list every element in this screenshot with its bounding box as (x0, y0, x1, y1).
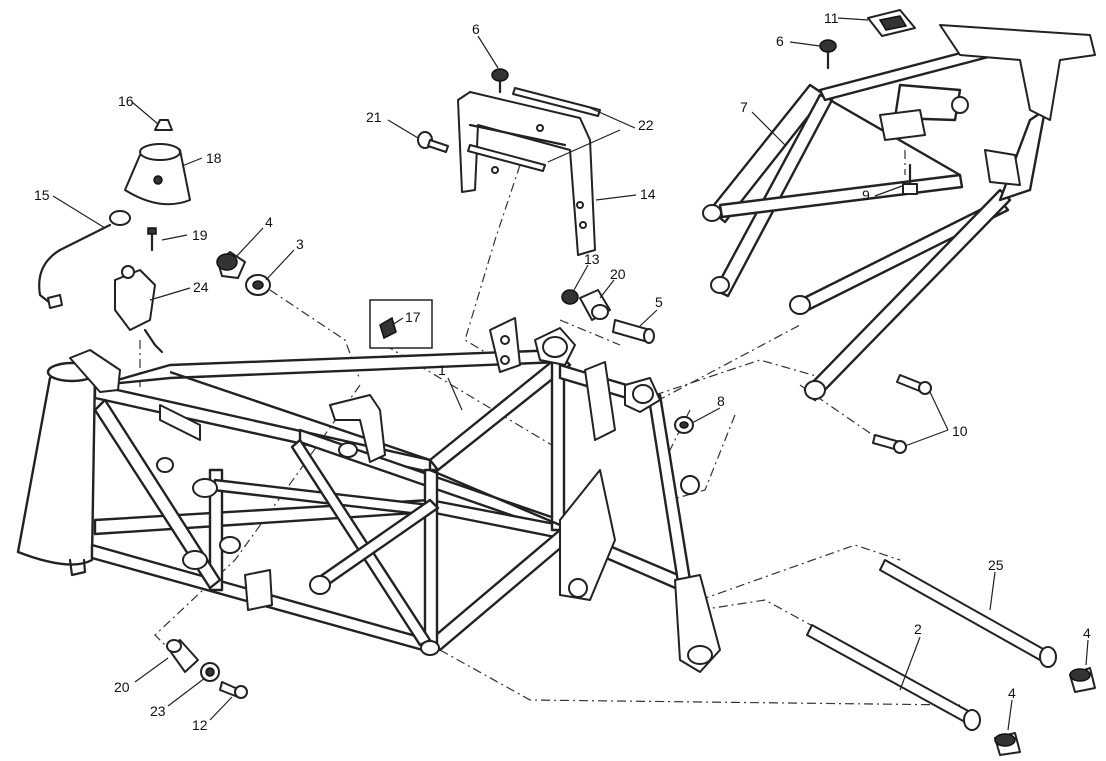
part-9-bolt (902, 163, 918, 195)
part-19-bolt (147, 227, 157, 252)
callout-13: 13 (584, 251, 600, 267)
callout-18: 18 (206, 150, 222, 166)
callout-15: 15 (34, 187, 50, 203)
part-4-cap-right (1069, 667, 1096, 693)
part-15-wire (38, 223, 112, 305)
callout-10: 10 (952, 423, 968, 439)
part-17-clip (369, 299, 433, 349)
part-11-pad (867, 9, 916, 37)
callout-4-top: 4 (265, 214, 273, 230)
part-12-bolt (219, 681, 248, 699)
part-5-spacer (612, 319, 655, 344)
part-3-bushing (245, 274, 271, 296)
callout-4-right: 4 (1083, 625, 1091, 641)
part-2-long-bolt (806, 624, 981, 731)
part-6-screw-center (491, 68, 509, 94)
part-4-bushing-top (216, 251, 246, 279)
callout-4-bottom: 4 (1008, 685, 1016, 701)
part-4-cap-bottom (994, 732, 1021, 756)
battery-straps (467, 87, 601, 172)
callout-2: 2 (914, 621, 922, 637)
part-24-sensor (114, 265, 164, 354)
callout-23: 23 (150, 703, 166, 719)
callout-1: 1 (438, 362, 446, 378)
part-23-washer (200, 662, 220, 682)
callout-17: 17 (405, 309, 421, 325)
part-20-bushing-top (579, 289, 611, 321)
callout-20-top: 20 (610, 266, 626, 282)
assembly-dash-lines (139, 150, 961, 706)
callout-20-bottom: 20 (114, 679, 130, 695)
main-trellis-frame (16, 317, 721, 673)
callout-7: 7 (740, 99, 748, 115)
callout-25: 25 (988, 557, 1004, 573)
rear-subframe (702, 24, 1096, 402)
part-20-bushing-bottom (166, 639, 199, 673)
part-6-screw-right (819, 39, 837, 70)
part-13-washer (561, 289, 579, 305)
part-10-bolts (872, 374, 932, 454)
battery-bracket (457, 91, 596, 256)
callout-5: 5 (655, 294, 663, 310)
callout-14: 14 (640, 186, 656, 202)
callout-9: 9 (862, 187, 870, 203)
callout-24: 24 (193, 279, 209, 295)
callout-6-center: 6 (472, 21, 480, 37)
leader-lines (52, 17, 1089, 731)
callout-6-right: 6 (776, 33, 784, 49)
part-8-nut (674, 416, 694, 434)
callout-22: 22 (638, 117, 654, 133)
callout-3: 3 (296, 236, 304, 252)
callout-8: 8 (717, 393, 725, 409)
part-21-bolt (417, 131, 449, 153)
callout-12: 12 (192, 717, 208, 733)
callout-21: 21 (366, 109, 382, 125)
callout-19: 19 (192, 227, 208, 243)
part-25-long-bolt (879, 559, 1057, 668)
callout-labels: 16 18 15 19 24 4 3 17 21 6 22 14 1 13 20… (34, 10, 1091, 733)
callout-16: 16 (118, 93, 134, 109)
part-16-cap (154, 119, 173, 131)
callout-11: 11 (824, 10, 839, 26)
